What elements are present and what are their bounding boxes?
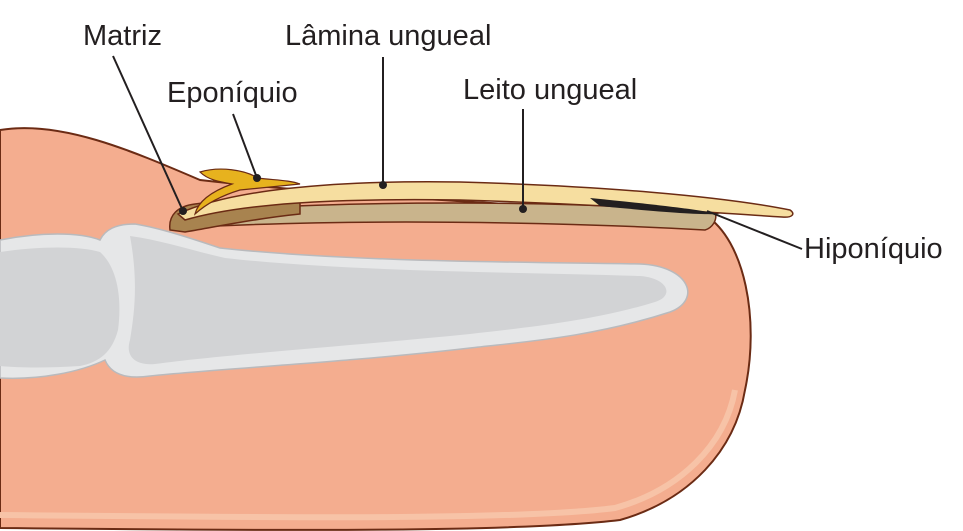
nail-bed-leader-dot: [519, 205, 527, 213]
nail-plate-leader-dot: [379, 181, 387, 189]
label-hyponychium: Hiponíquio: [804, 233, 943, 265]
eponychium-leader-line: [233, 114, 257, 178]
label-nail-bed: Leito ungueal: [463, 74, 637, 106]
label-nail-plate: Lâmina ungueal: [285, 20, 491, 52]
matrix-leader-dot: [179, 207, 187, 215]
eponychium-leader-dot: [253, 174, 261, 182]
middle-phalanx-bone: [0, 248, 119, 368]
label-matrix: Matriz: [83, 20, 162, 52]
label-eponychium: Eponíquio: [167, 77, 298, 109]
